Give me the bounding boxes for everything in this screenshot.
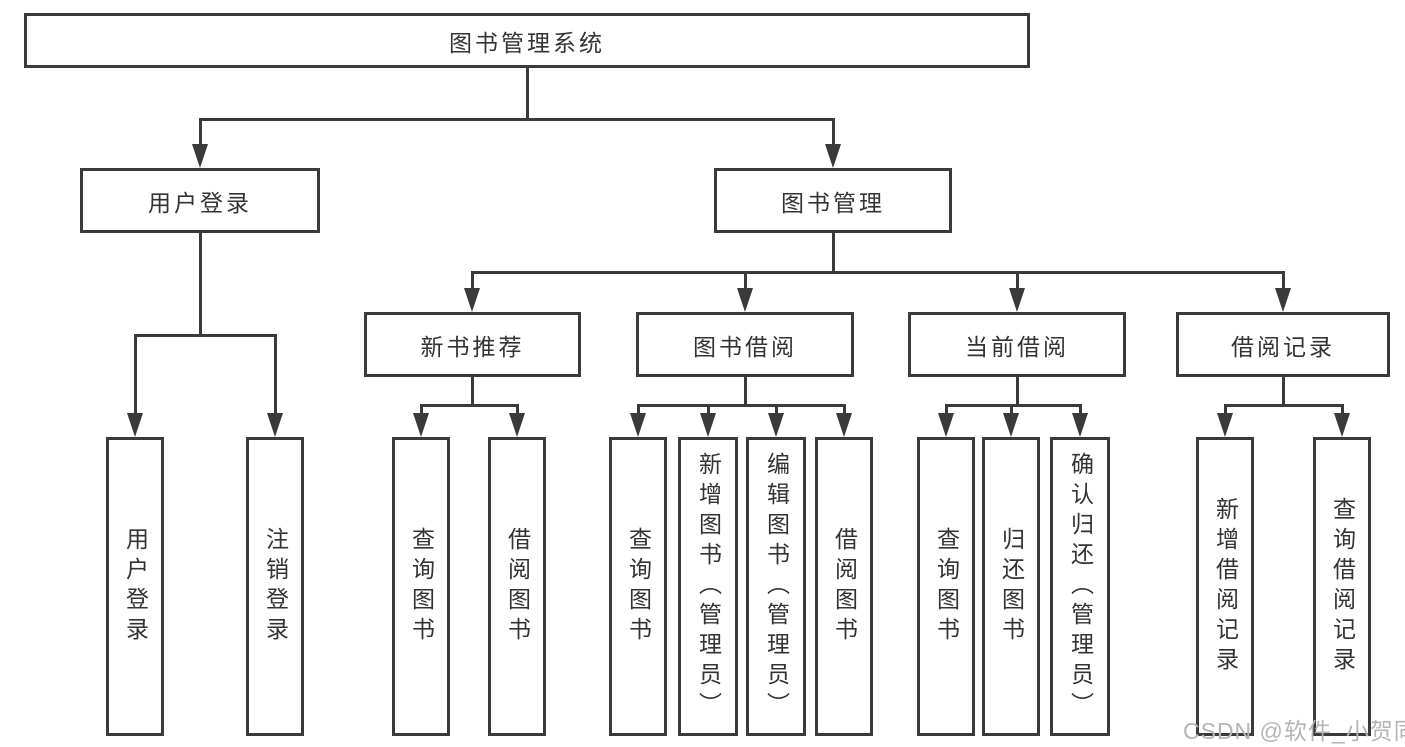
- connector-line: [945, 404, 1082, 407]
- leaf-label: 查询图书: [625, 526, 652, 647]
- connector-line: [516, 404, 519, 415]
- node-new-book-recommendation: 新书推荐: [364, 312, 581, 377]
- connector-line: [945, 404, 948, 415]
- leaf-add-books-admin: 新增图书（管理员）: [678, 437, 738, 736]
- connector-line: [134, 334, 277, 337]
- connector-line: [526, 68, 529, 119]
- node-root-library-management-system: 图书管理系统: [24, 13, 1030, 68]
- connector-line: [471, 271, 474, 290]
- arrowhead: [509, 413, 525, 437]
- leaf-label: 确认归还（管理员）: [1067, 451, 1094, 722]
- arrowhead: [1334, 413, 1350, 437]
- connector-line: [1341, 404, 1344, 415]
- connector-line: [843, 404, 846, 415]
- leaf-edit-books-admin: 编辑图书（管理员）: [746, 437, 806, 736]
- connector-line: [1282, 377, 1285, 407]
- connector-line: [420, 404, 519, 407]
- arrowhead: [127, 413, 143, 437]
- connector-line: [1079, 404, 1082, 415]
- arrowhead: [1275, 288, 1291, 312]
- connector-line: [274, 334, 277, 415]
- leaf-label: 借阅图书: [504, 526, 531, 647]
- connector-line: [471, 271, 1285, 274]
- connector-line: [707, 404, 710, 415]
- node-borrowing-records: 借阅记录: [1176, 312, 1390, 377]
- arrowhead: [630, 413, 646, 437]
- leaf-label: 查询借阅记录: [1329, 496, 1356, 677]
- leaf-query-books-newrec: 查询图书: [392, 437, 450, 736]
- leaf-label: 用户登录: [122, 526, 149, 647]
- leaf-label: 注销登录: [262, 526, 289, 647]
- leaf-return-books: 归还图书: [982, 437, 1040, 736]
- leaf-query-borrow-record: 查询借阅记录: [1313, 437, 1371, 736]
- connector-line: [637, 404, 640, 415]
- leaf-label: 新增图书（管理员）: [695, 451, 722, 722]
- arrowhead: [825, 144, 841, 168]
- leaf-query-books-current: 查询图书: [917, 437, 975, 736]
- arrowhead: [1217, 413, 1233, 437]
- arrowhead: [413, 413, 429, 437]
- node-book-management-group: 图书管理: [714, 168, 952, 233]
- connector-line: [832, 233, 835, 274]
- arrowhead: [1072, 413, 1088, 437]
- leaf-label: 归还图书: [998, 526, 1025, 647]
- arrowhead: [1003, 413, 1019, 437]
- leaf-logout: 注销登录: [246, 437, 304, 736]
- connector-line: [637, 404, 846, 407]
- leaf-label: 新增借阅记录: [1212, 496, 1239, 677]
- arrowhead: [700, 413, 716, 437]
- node-current-borrowing: 当前借阅: [908, 312, 1126, 377]
- arrowhead: [737, 288, 753, 312]
- connector-line: [199, 233, 202, 337]
- connector-line: [1224, 404, 1227, 415]
- connector-line: [1016, 377, 1019, 407]
- arrowhead: [464, 288, 480, 312]
- connector-line: [471, 377, 474, 407]
- arrowhead: [836, 413, 852, 437]
- node-book-borrowing: 图书借阅: [636, 312, 854, 377]
- connector-line: [1282, 271, 1285, 290]
- arrowhead: [267, 413, 283, 437]
- connector-line: [775, 404, 778, 415]
- csdn-watermark: CSDN @软件_小贺同学: [1183, 718, 1405, 744]
- connector-line: [744, 377, 747, 407]
- connector-line: [134, 334, 137, 415]
- arrowhead: [938, 413, 954, 437]
- leaf-query-books-borrowing: 查询图书: [609, 437, 667, 736]
- leaf-label: 编辑图书（管理员）: [763, 451, 790, 722]
- leaf-label: 查询图书: [933, 526, 960, 647]
- connector-line: [744, 271, 747, 290]
- arrowhead: [1009, 288, 1025, 312]
- leaf-add-borrow-record: 新增借阅记录: [1196, 437, 1254, 736]
- leaf-label: 查询图书: [408, 526, 435, 647]
- arrowhead: [192, 144, 208, 168]
- arrowhead: [768, 413, 784, 437]
- connector-line: [832, 118, 835, 146]
- connector-line: [199, 118, 202, 146]
- leaf-borrow-books-newrec: 借阅图书: [488, 437, 546, 736]
- connector-line: [420, 404, 423, 415]
- connector-line: [199, 118, 835, 121]
- node-user-login-group: 用户登录: [80, 168, 320, 233]
- leaf-user-login: 用户登录: [106, 437, 164, 736]
- connector-line: [1010, 404, 1013, 415]
- leaf-confirm-return-admin: 确认归还（管理员）: [1050, 437, 1110, 736]
- connector-line: [1016, 271, 1019, 290]
- leaf-borrow-books-borrowing: 借阅图书: [815, 437, 873, 736]
- leaf-label: 借阅图书: [831, 526, 858, 647]
- connector-line: [1224, 404, 1344, 407]
